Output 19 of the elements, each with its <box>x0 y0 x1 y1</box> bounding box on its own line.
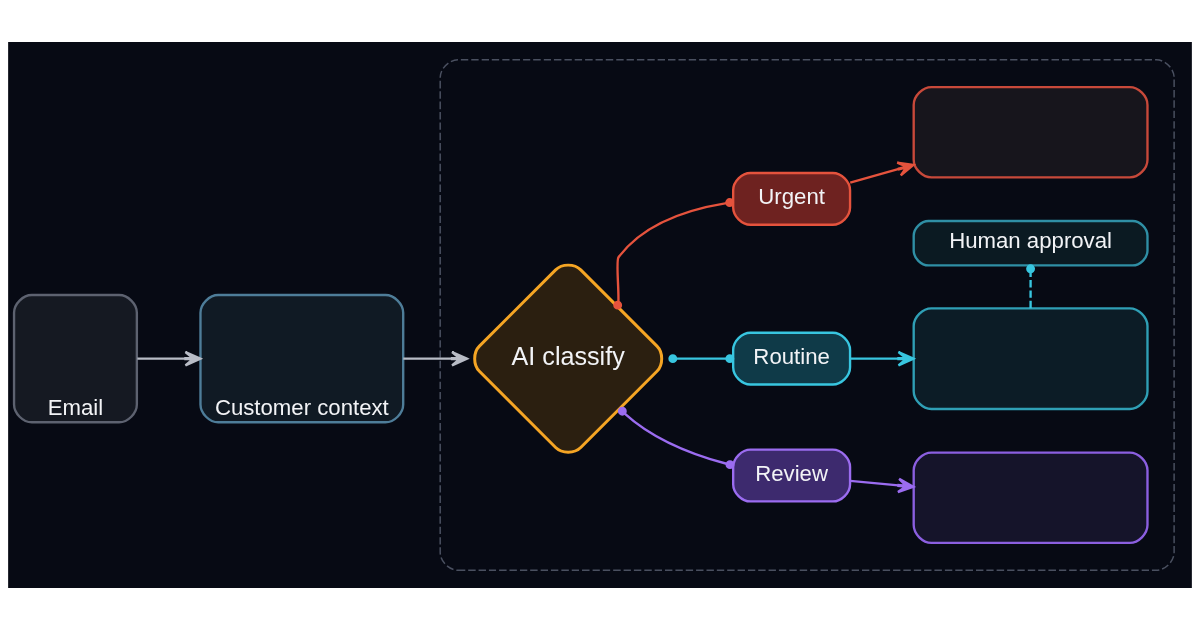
node-box <box>912 85 1149 179</box>
node-box: Customer context <box>199 293 405 424</box>
node-box: Human approval <box>912 219 1149 267</box>
node-box: Review <box>732 448 852 503</box>
connector <box>668 354 735 364</box>
arrow <box>403 350 468 367</box>
arrow <box>849 161 915 184</box>
connector <box>613 198 735 310</box>
cluster <box>439 59 1175 571</box>
node-box: Urgent <box>732 171 852 226</box>
connector <box>617 406 735 470</box>
arrow <box>850 350 915 367</box>
arrow <box>137 350 202 367</box>
node-box <box>912 451 1149 545</box>
connector <box>1026 264 1036 309</box>
arrow <box>850 477 915 494</box>
node-box <box>912 307 1149 411</box>
node-box: Email <box>12 293 139 424</box>
node-box: Routine <box>732 331 852 386</box>
